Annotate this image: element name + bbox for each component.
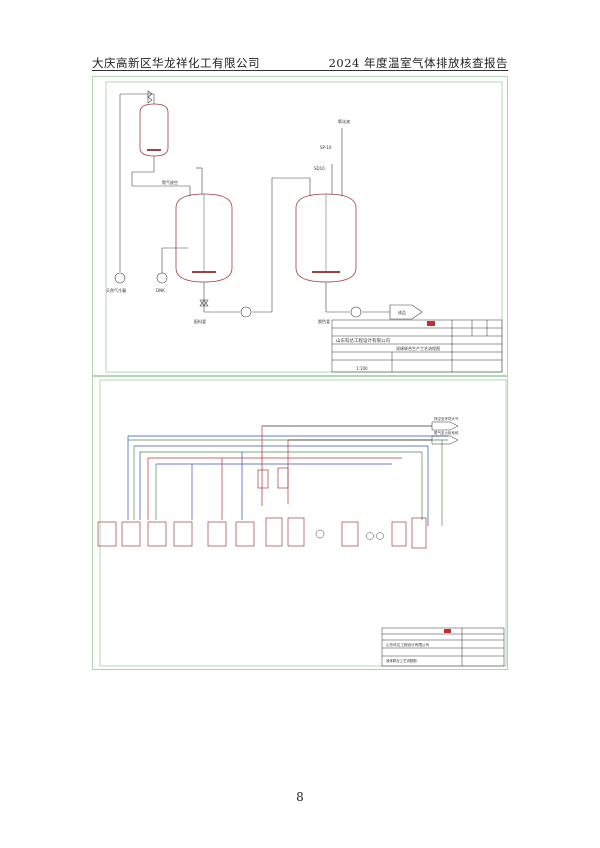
output-flare: 尾气至火炬系统 xyxy=(434,430,459,435)
output-vent: 排空至环境大气 xyxy=(434,416,459,421)
process-flow-diagram-2: 排空至环境大气 尾气至火炬系统 山东科达工程设计有限公司 液体联合工艺流程图 xyxy=(92,376,508,670)
title-block-1 xyxy=(331,319,503,373)
page-number: 8 xyxy=(296,790,304,804)
label-product: 成品 xyxy=(398,309,406,315)
header-report-title: 2024 年度温室气体排放核查报告 xyxy=(328,56,508,70)
label-vent: 氮气放空 xyxy=(162,179,178,185)
title-block-2-company: 山东科达工程设计有限公司 xyxy=(386,642,430,647)
label-bottom-right: 脱色釜 xyxy=(318,318,330,324)
storage-tanks xyxy=(97,467,427,549)
header-company: 大庆高新区华龙祥化工有限公司 xyxy=(92,56,260,70)
label-sp-a: SP-10 xyxy=(320,145,332,150)
reactor-2 xyxy=(295,193,357,283)
title-block-1-drawing: 双烯联合生产工艺流程图 xyxy=(396,345,440,351)
title-block-1-company: 山东科达工程设计有限公司 xyxy=(336,337,390,344)
title-block-2-drawing: 液体联合工艺流程图 xyxy=(386,658,417,663)
header-rule xyxy=(92,70,508,71)
label-side-mid: DNK xyxy=(156,288,165,293)
label-to-fin: 氧化液 xyxy=(338,118,350,124)
title-block-2 xyxy=(381,627,505,667)
feed-tank xyxy=(139,103,169,157)
label-bottom-left: 配料釜 xyxy=(194,318,206,324)
title-block-1-scale: 1:100 xyxy=(356,366,368,371)
process-flow-diagram-1: 氧化液 SP-10 SD10 氮气放空 天然气冷凝 DNK 配料釜 脱色釜 成品… xyxy=(92,76,508,376)
label-sp-b: SD10 xyxy=(314,166,325,171)
label-side-left: 天然气冷凝 xyxy=(106,287,126,293)
reactor-1 xyxy=(175,193,233,283)
